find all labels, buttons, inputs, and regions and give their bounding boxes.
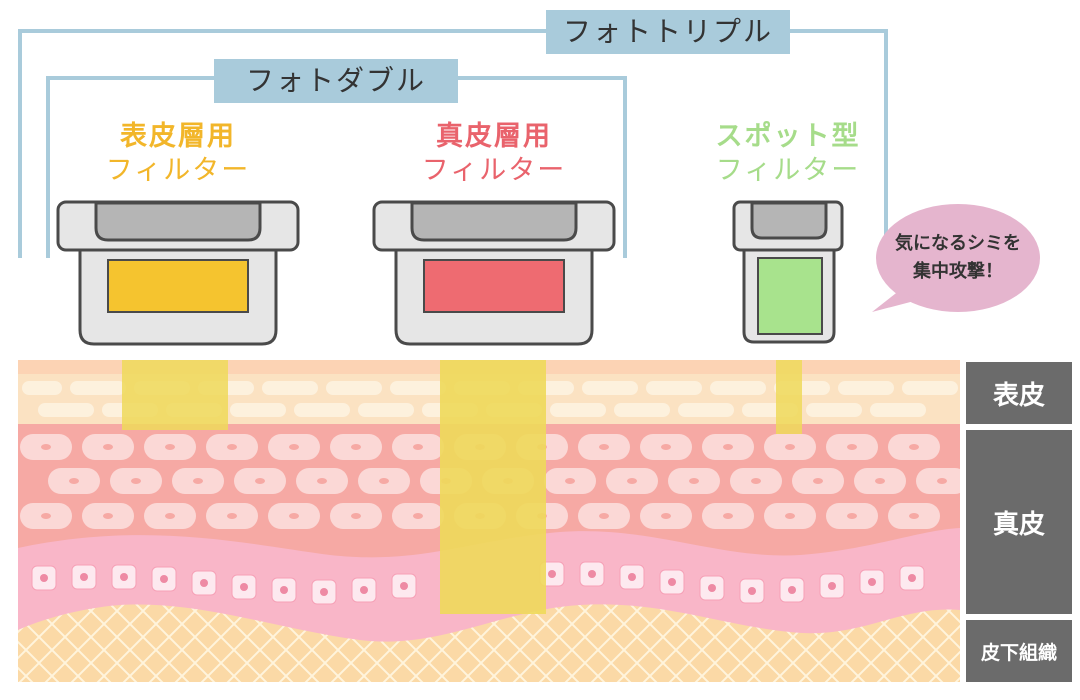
- photo-double-label: フォトダブル: [214, 59, 458, 103]
- filter-head-epidermis: [56, 200, 300, 346]
- wavy-nuclei: [40, 570, 916, 596]
- filter-head-spot: [732, 200, 844, 344]
- epidermis-filter-subtitle: フィルター: [105, 155, 251, 186]
- bubble-line-2: 集中攻撃！: [913, 261, 1003, 282]
- layer-tag-subcutis: 皮下組織: [966, 620, 1072, 682]
- dermis-filter-label: 真皮層用 フィルター: [404, 120, 584, 188]
- triple-bracket: [18, 29, 888, 258]
- epidermis-cells: [22, 381, 958, 417]
- beam-epidermis: [122, 360, 228, 430]
- epidermis-filter-title: 表皮層用: [120, 121, 236, 152]
- spot-filter-label: スポット型 フィルター: [698, 120, 878, 188]
- epidermis-filter-label: 表皮層用 フィルター: [88, 120, 268, 188]
- speech-bubble: [872, 204, 1040, 312]
- dermis-filter-subtitle: フィルター: [421, 155, 567, 186]
- speech-bubble-text: 気になるシミを 集中攻撃！: [878, 230, 1038, 286]
- beam-spot: [776, 360, 802, 434]
- layer-tag-dermis: 真皮: [966, 430, 1072, 614]
- spot-filter-subtitle: フィルター: [715, 155, 861, 186]
- dermis-filter-title: 真皮層用: [436, 121, 552, 152]
- photo-triple-label: フォトトリプル: [546, 10, 790, 54]
- beam-dermis: [440, 360, 546, 614]
- bubble-line-1: 気になるシミを: [895, 233, 1021, 254]
- layer-tag-epidermis: 表皮: [966, 362, 1072, 424]
- filter-head-dermis: [372, 200, 616, 346]
- spot-filter-title: スポット型: [715, 121, 861, 152]
